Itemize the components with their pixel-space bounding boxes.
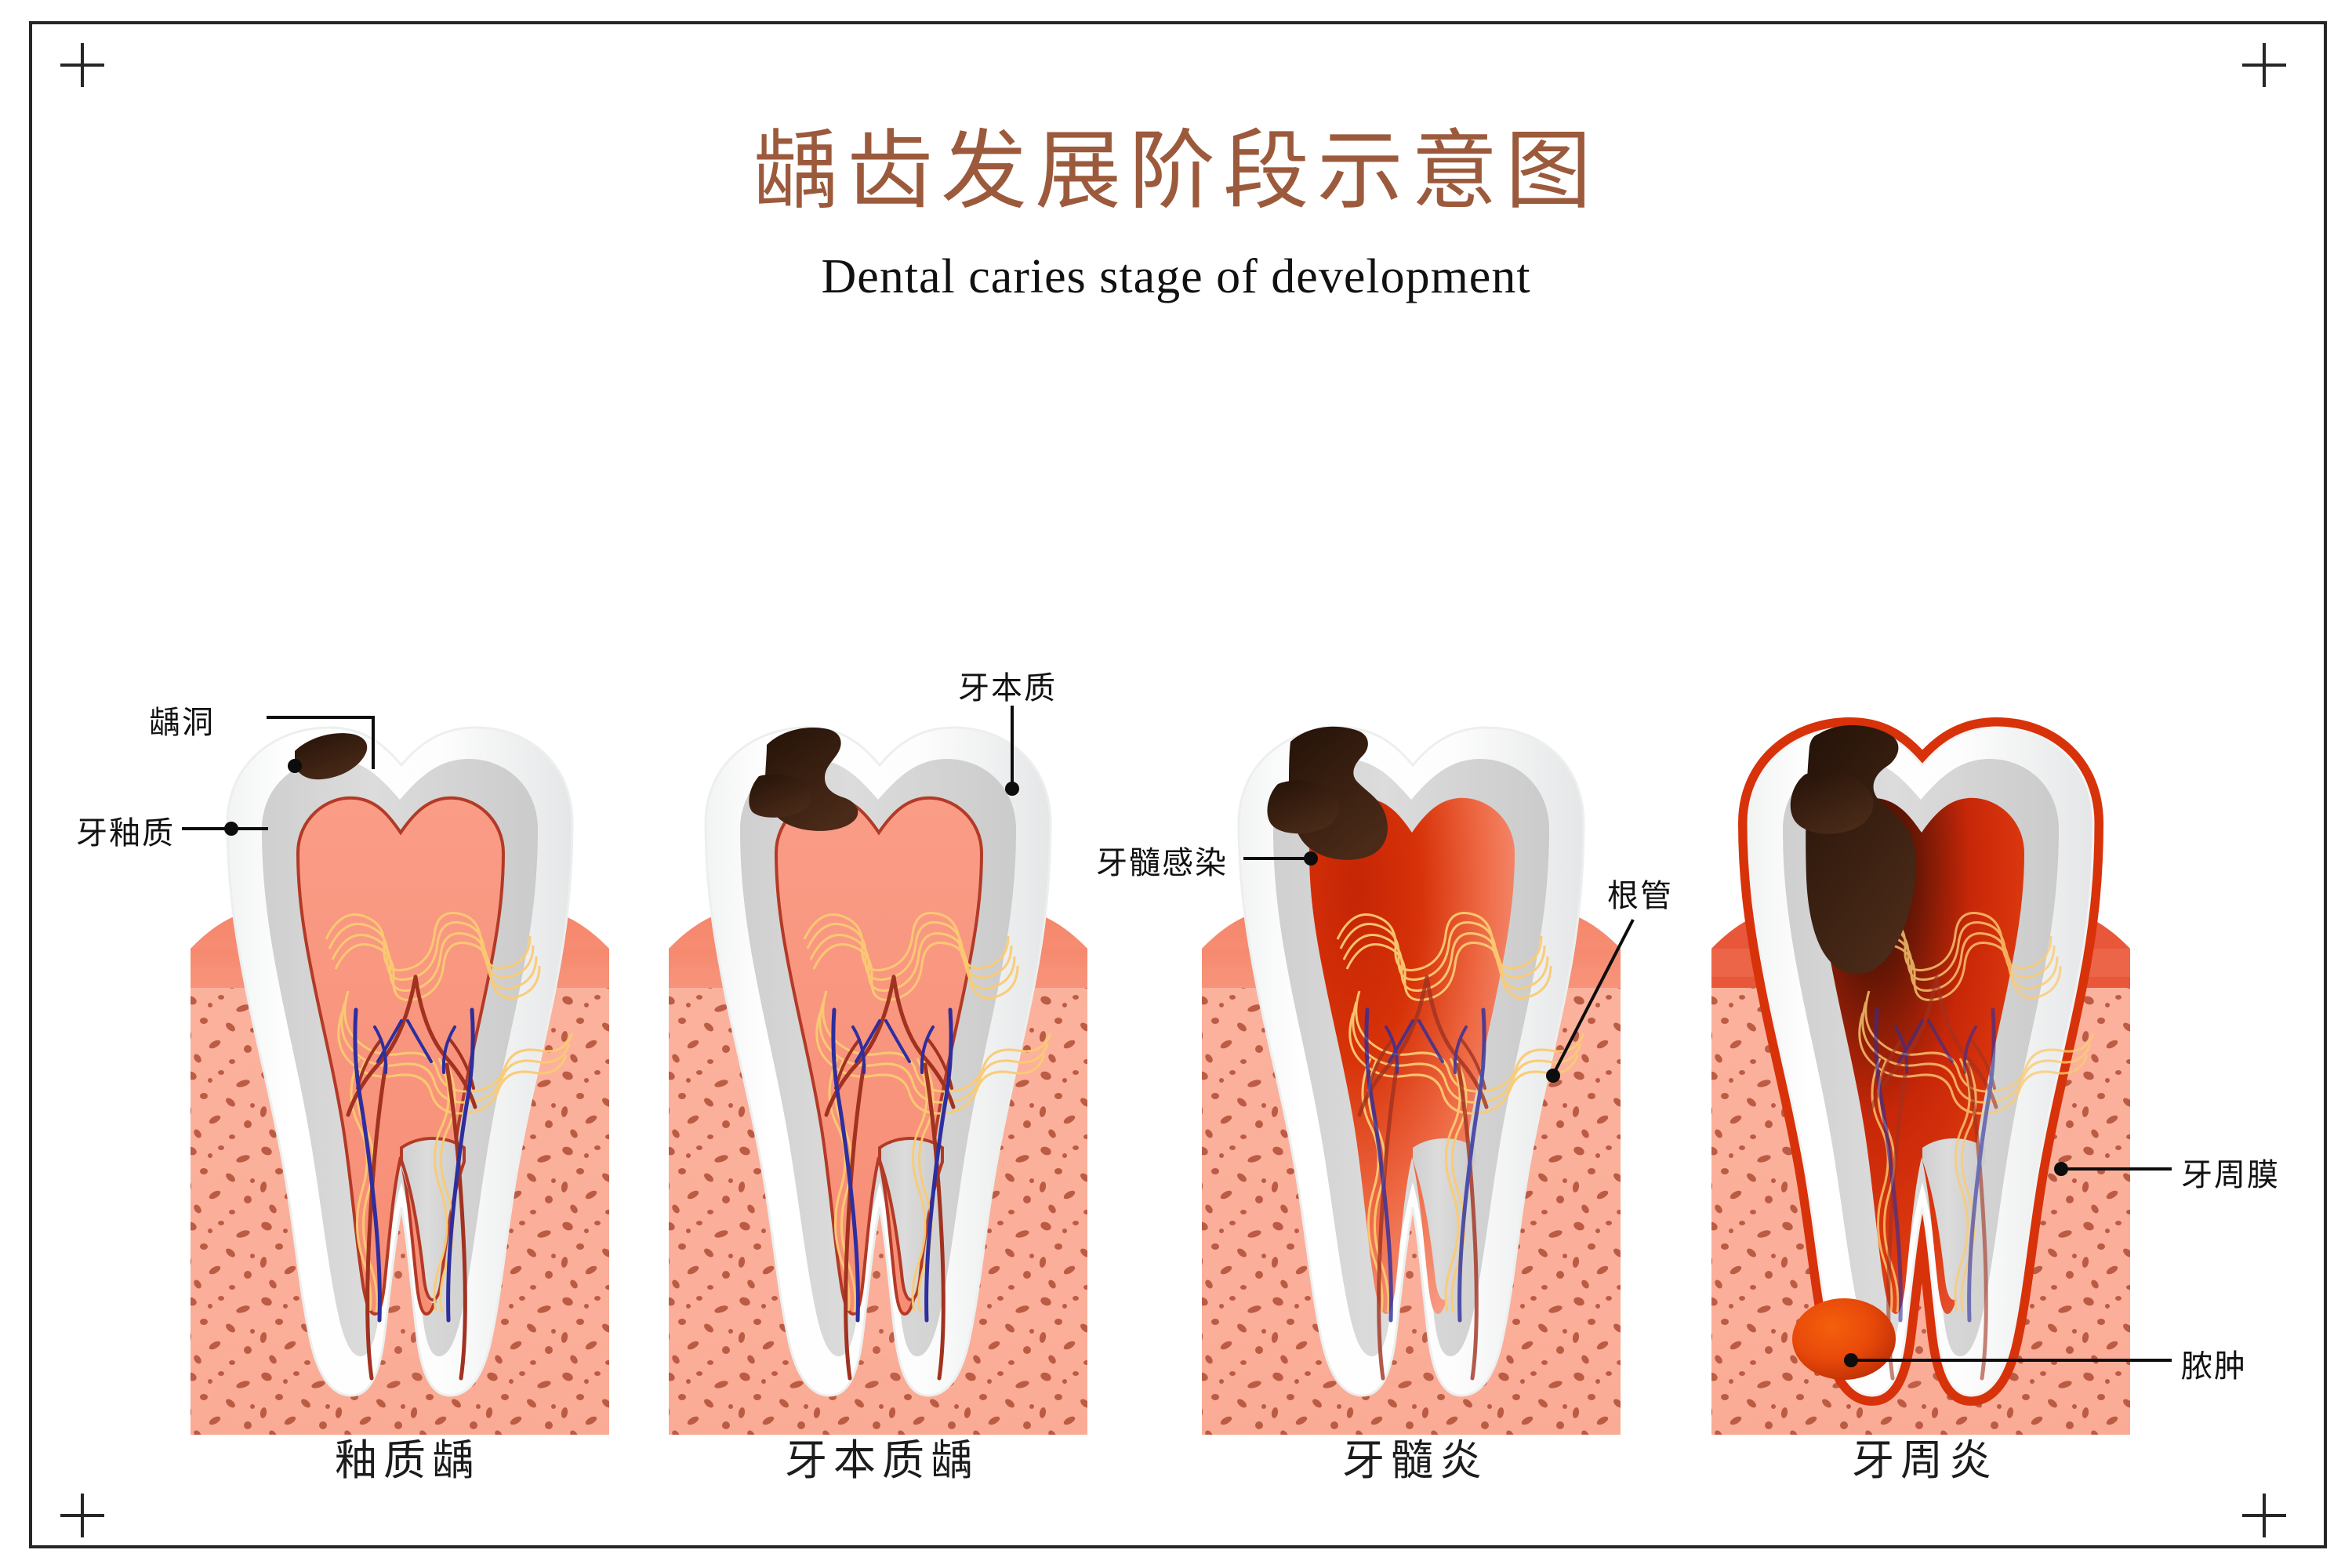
- crop-mark-top-right-icon: [2242, 43, 2286, 87]
- tooth-stage-2-dentin-caries: [669, 726, 1087, 1435]
- caries-lesion-1: [295, 733, 368, 780]
- callout-label-periodontal-ligament: 牙周膜: [2181, 1157, 2280, 1192]
- leader-cavity-horizontal: [267, 716, 375, 719]
- anchor-dot-enamel: [224, 822, 238, 836]
- anchor-dot-root-canal: [1546, 1069, 1560, 1083]
- anchor-dot-abscess: [1844, 1353, 1858, 1367]
- crop-mark-bottom-left-icon: [60, 1494, 104, 1537]
- callout-label-dentin: 牙本质: [958, 670, 1057, 706]
- callout-label-enamel: 牙釉质: [76, 815, 175, 851]
- leader-periodontal-ligament: [2062, 1167, 2172, 1171]
- stage-caption-1: 釉质龋: [335, 1437, 481, 1484]
- anchor-dot-cavity: [288, 759, 302, 773]
- anchor-dot-pulp-infection: [1304, 851, 1318, 866]
- tooth-stage-3-pulpitis: [1202, 726, 1621, 1435]
- anchor-dot-periodontal-ligament: [2054, 1162, 2068, 1176]
- leader-root-canal: [1552, 919, 1635, 1076]
- leader-cavity-vertical: [372, 716, 375, 769]
- page-subtitle-english: Dental caries stage of development: [821, 250, 1531, 303]
- page-title-chinese: 龋齿发展阶段示意图: [753, 124, 1599, 220]
- tooth-stage-4-periodontitis: [1711, 725, 2130, 1435]
- tooth-stage-1-enamel-caries: [191, 726, 609, 1435]
- crop-mark-bottom-right-icon: [2242, 1494, 2286, 1537]
- anchor-dot-dentin: [1005, 782, 1019, 796]
- callout-label-root-canal: 根管: [1607, 878, 1673, 913]
- stage-caption-4: 牙周炎: [1852, 1437, 1998, 1484]
- stage-caption-3: 牙髓炎: [1342, 1437, 1488, 1484]
- callout-label-cavity: 龋洞: [149, 705, 215, 740]
- stage-caption-2: 牙本质龋: [785, 1437, 979, 1484]
- leader-pulp-infection: [1243, 857, 1311, 860]
- periapical-abscess-4: [1792, 1298, 1896, 1380]
- crop-mark-top-left-icon: [60, 43, 104, 87]
- teeth-illustration-group: [191, 690, 2130, 1435]
- leader-abscess: [1850, 1359, 2172, 1362]
- callout-label-pulp-infection: 牙髓感染: [1096, 845, 1228, 880]
- leader-dentin: [1011, 706, 1014, 788]
- callout-label-abscess: 脓肿: [2181, 1348, 2247, 1384]
